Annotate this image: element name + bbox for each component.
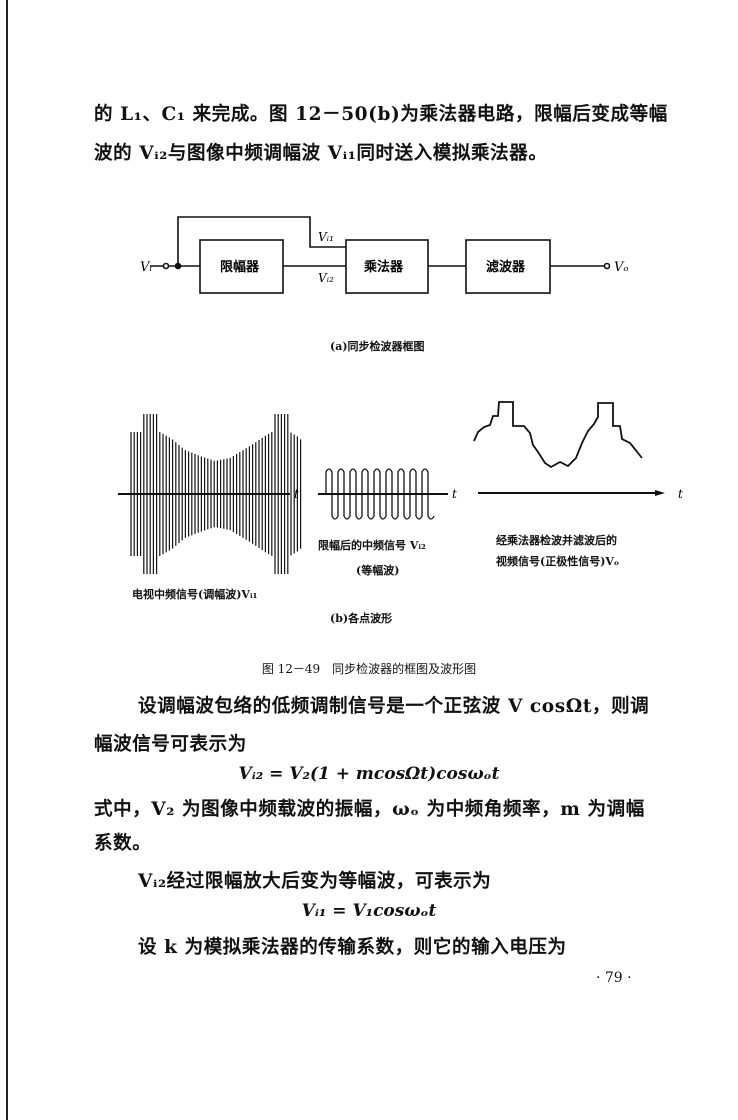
text-line: 设 k 为模拟乘法器的传输系数，则它的输入电压为: [138, 937, 567, 958]
diagram-a-caption: (a)同步检波器框图: [330, 340, 425, 353]
carrier-path: [325, 468, 435, 520]
input-label: Vᵢ: [140, 260, 152, 275]
node: [162, 262, 170, 270]
text-line: 波的 Vᵢ₂与图像中频调幅波 Vᵢ₁同时送入模拟乘法器。: [94, 143, 548, 164]
figure-caption: 图 12－49 同步检波器的框图及波形图: [261, 662, 477, 676]
wire-vi1: [177, 216, 346, 266]
multiplier-label: 乘法器: [363, 259, 404, 275]
wave2-caption: 限幅后的中频信号 Vᵢ₂: [318, 539, 426, 552]
text-line: 的 L₁、C₁ 来完成。图 12－50(b)为乘法器电路，限幅后变成等幅: [94, 104, 668, 125]
text-line: 系数。: [94, 833, 152, 854]
filter-label: 滤波器: [486, 259, 526, 275]
axis-t-label: t: [452, 487, 457, 501]
limiter-label: 限幅器: [220, 259, 260, 275]
formula: Vᵢ₁ = V₁cosωₒt: [301, 901, 437, 921]
vi2-label: Vᵢ₂: [318, 271, 334, 285]
output-node: [603, 262, 611, 270]
text-line: 幅波信号可表示为: [94, 734, 247, 755]
text-line: 设调幅波包络的低频调制信号是一个正弦波 V cosΩt，则调: [138, 696, 650, 717]
vi1-label: Vᵢ₁: [318, 230, 334, 244]
page-number: · 79 ·: [596, 970, 632, 986]
wave2-caption: (等幅波): [356, 564, 400, 577]
limited-waveform: [325, 468, 435, 520]
axis-t-label: t: [678, 487, 683, 501]
diagram-b-caption: (b)各点波形: [330, 612, 393, 625]
video-waveform: [473, 401, 643, 469]
text-line: Vᵢ₂经过限幅放大后变为等幅波，可表示为: [138, 871, 492, 892]
wave1-caption: 电视中频信号(调幅波)Vᵢ₁: [132, 588, 258, 601]
wave3-caption: 经乘法器检波并滤波后的: [496, 534, 617, 547]
page-edge: [6, 0, 8, 1120]
axis-arrow: [655, 490, 665, 496]
wave3-caption: 视频信号(正极性信号)Vₒ: [496, 555, 620, 568]
formula: Vᵢ₂ = V₂(1 + mcosΩt)cosωₒt: [238, 764, 500, 784]
text-line: 式中，V₂ 为图像中频载波的振幅，ωₒ 为中频角频率，m 为调幅: [94, 799, 645, 820]
axis-t-label: t: [294, 487, 299, 501]
block-diagram: Vᵢ Vₒ 限幅器 乘法器 滤波器 Vᵢ₁ Vᵢ₂ t t t: [118, 216, 683, 574]
output-label: Vₒ: [614, 260, 628, 275]
